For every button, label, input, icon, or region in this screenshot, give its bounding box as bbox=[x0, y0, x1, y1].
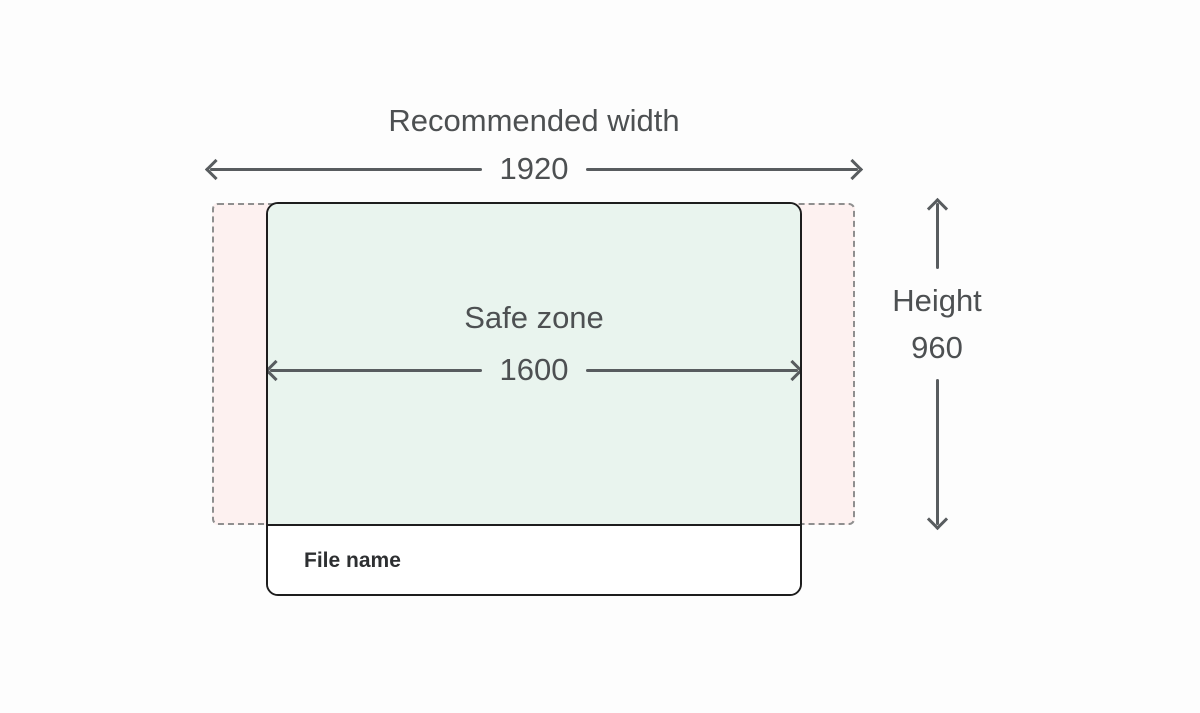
recommended-width-arrow: 1920 bbox=[204, 151, 864, 187]
height-value: 960 bbox=[911, 330, 963, 365]
arrow-down-icon bbox=[926, 508, 948, 531]
arrow-line bbox=[586, 368, 798, 372]
file-name-label: File name bbox=[304, 549, 401, 572]
height-dimension-text: Height 960 bbox=[892, 269, 982, 379]
thumbnail-frame: Safe zone 1600 File name bbox=[266, 202, 802, 596]
arrow-right-icon bbox=[781, 359, 800, 381]
arrow-right-icon bbox=[841, 158, 864, 180]
recommended-width-value: 1920 bbox=[499, 151, 569, 186]
safe-zone-label: Safe zone bbox=[464, 300, 604, 335]
arrow-line bbox=[210, 167, 482, 171]
safe-zone: Safe zone 1600 bbox=[268, 204, 800, 526]
arrow-line bbox=[935, 379, 939, 525]
recommended-width-label: Recommended width bbox=[388, 103, 680, 138]
safe-zone-arrow: 1600 bbox=[268, 352, 800, 388]
arrow-line bbox=[270, 368, 482, 372]
arrow-line bbox=[586, 167, 858, 171]
height-label: Height bbox=[892, 283, 982, 318]
height-arrow: Height 960 bbox=[881, 197, 993, 531]
arrow-up-icon bbox=[926, 197, 948, 220]
arrow-left-icon bbox=[204, 158, 227, 180]
safe-zone-value: 1600 bbox=[499, 352, 569, 387]
arrow-line bbox=[935, 203, 939, 269]
file-name-bar: File name bbox=[268, 526, 800, 594]
arrow-left-icon bbox=[268, 359, 287, 381]
